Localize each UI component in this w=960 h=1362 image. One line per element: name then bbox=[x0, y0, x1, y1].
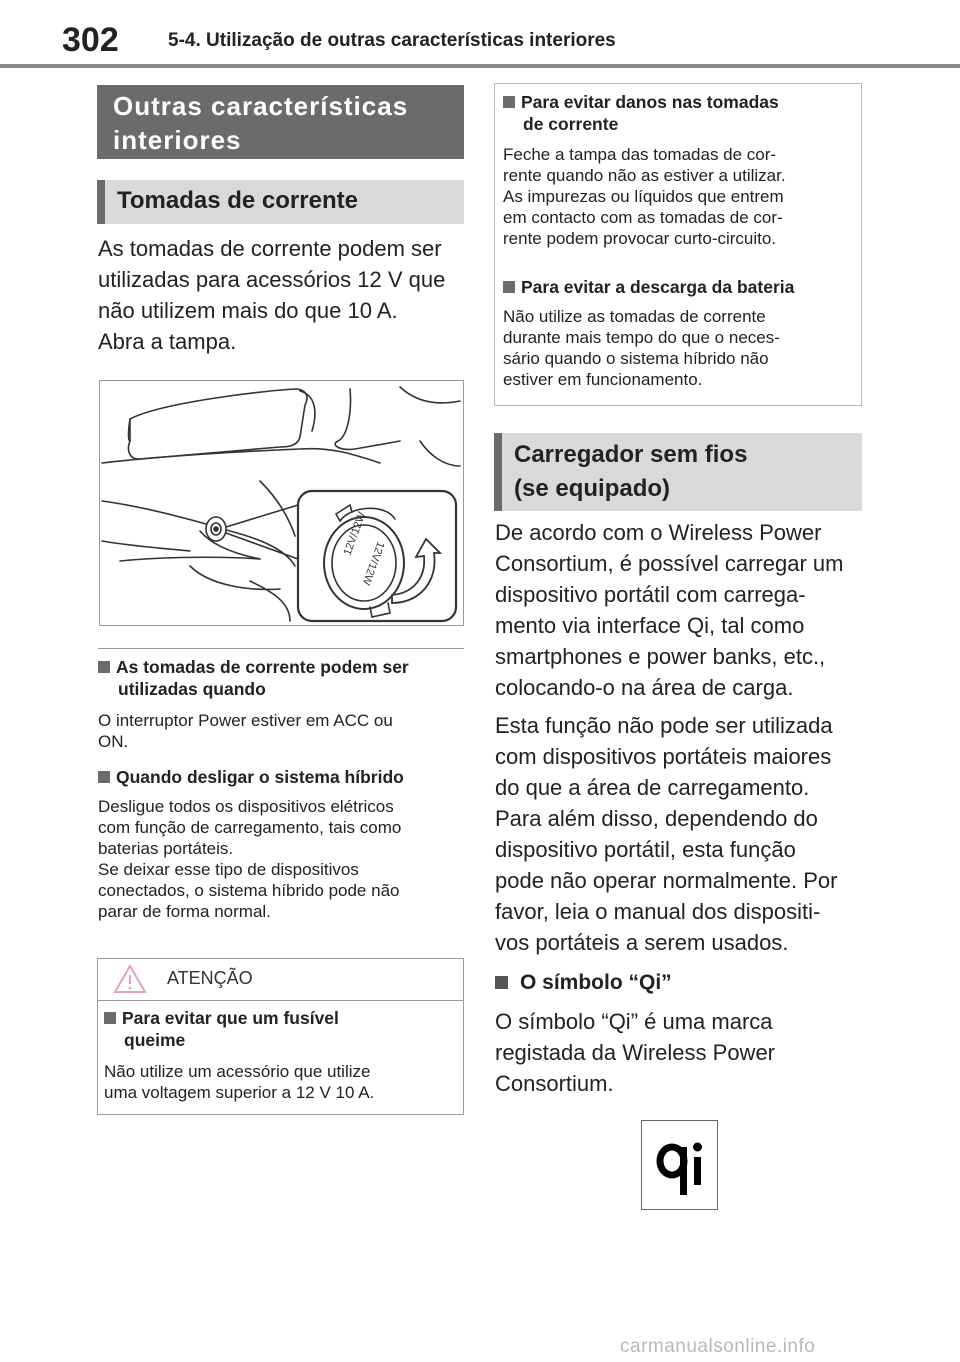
text-line: Abra a tampa. bbox=[98, 329, 237, 354]
qi-logo-icon bbox=[656, 1142, 702, 1195]
intro-paragraph: As tomadas de corrente podem ser utiliza… bbox=[98, 233, 468, 357]
page-number: 302 bbox=[62, 21, 119, 59]
note-turning-off-hybrid: Quando desligar o sistema híbrido Deslig… bbox=[98, 766, 468, 922]
note-body: Não utilize as tomadas de corrente duran… bbox=[503, 307, 780, 389]
wireless-paragraph-1: De acordo com o Wireless Power Consortiu… bbox=[495, 520, 844, 700]
section-heading-line: interiores bbox=[113, 125, 242, 155]
warning-label: ATENÇÃO bbox=[167, 968, 253, 988]
qi-symbol-heading: O símbolo “Qi” bbox=[495, 969, 672, 997]
warning-triangle-icon bbox=[113, 963, 147, 993]
subsection-heading-power-outlets: Tomadas de corrente bbox=[97, 180, 464, 224]
watermark: carmanualsonline.info bbox=[620, 1336, 816, 1357]
text-line: As tomadas de corrente podem ser bbox=[98, 236, 442, 261]
square-bullet-icon bbox=[503, 281, 515, 293]
note-body: Feche a tampa das tomadas de cor- rente … bbox=[503, 145, 786, 248]
note-avoid-battery-discharge: Para evitar a descarga da bateria Não ut… bbox=[503, 276, 855, 390]
section-heading-line: Outras características bbox=[113, 91, 409, 121]
header-rule bbox=[0, 64, 960, 68]
note-when-usable: As tomadas de corrente podem ser utiliza… bbox=[98, 656, 468, 752]
note-title: Quando desligar o sistema híbrido bbox=[98, 766, 468, 788]
text-line: utilizadas para acessórios 12 V que bbox=[98, 267, 446, 292]
note-title: As tomadas de corrente podem ser utiliza… bbox=[98, 656, 468, 700]
note-avoid-outlet-damage: Para evitar danos nas tomadas de corrent… bbox=[503, 91, 855, 249]
warning-divider bbox=[97, 1000, 464, 1001]
divider bbox=[98, 648, 464, 649]
square-bullet-icon bbox=[98, 771, 110, 783]
wireless-paragraph-2: Esta função não pode ser utilizada com d… bbox=[495, 713, 838, 955]
caution-notes-box bbox=[494, 83, 862, 406]
warning-body: Não utilize um acessório que utilize uma… bbox=[104, 1062, 375, 1102]
chapter-title: 5-4. Utilização de outras característica… bbox=[168, 30, 616, 51]
note-title: Para evitar a descarga da bateria bbox=[503, 276, 855, 298]
warning-content: Para evitar que um fusível queime Não ut… bbox=[104, 1007, 459, 1103]
text-line: não utilizem mais do que 10 A. bbox=[98, 298, 398, 323]
power-outlet-illustration: 12V/12W 12V/12W bbox=[99, 380, 464, 626]
square-bullet-icon bbox=[104, 1012, 116, 1024]
note-body: Desligue todos os dispositivos elétricos… bbox=[98, 797, 402, 921]
square-bullet-icon bbox=[98, 661, 110, 673]
section-heading: Outras características interiores bbox=[97, 85, 464, 159]
subsection-heading-wireless-charger: Carregador sem fios (se equipado) bbox=[494, 433, 862, 511]
warning-box bbox=[97, 958, 464, 1115]
qi-logo bbox=[641, 1120, 718, 1210]
outlet-drawing: 12V/12W 12V/12W bbox=[101, 386, 461, 623]
note-title: Para evitar danos nas tomadas de corrent… bbox=[503, 91, 855, 135]
square-bullet-icon bbox=[495, 976, 508, 989]
warning-title: Para evitar que um fusível queime bbox=[104, 1007, 459, 1051]
square-bullet-icon bbox=[503, 96, 515, 108]
note-body: O interruptor Power estiver em ACC ou ON… bbox=[98, 711, 393, 751]
qi-paragraph: O símbolo “Qi” é uma marca registada da … bbox=[495, 1009, 776, 1096]
